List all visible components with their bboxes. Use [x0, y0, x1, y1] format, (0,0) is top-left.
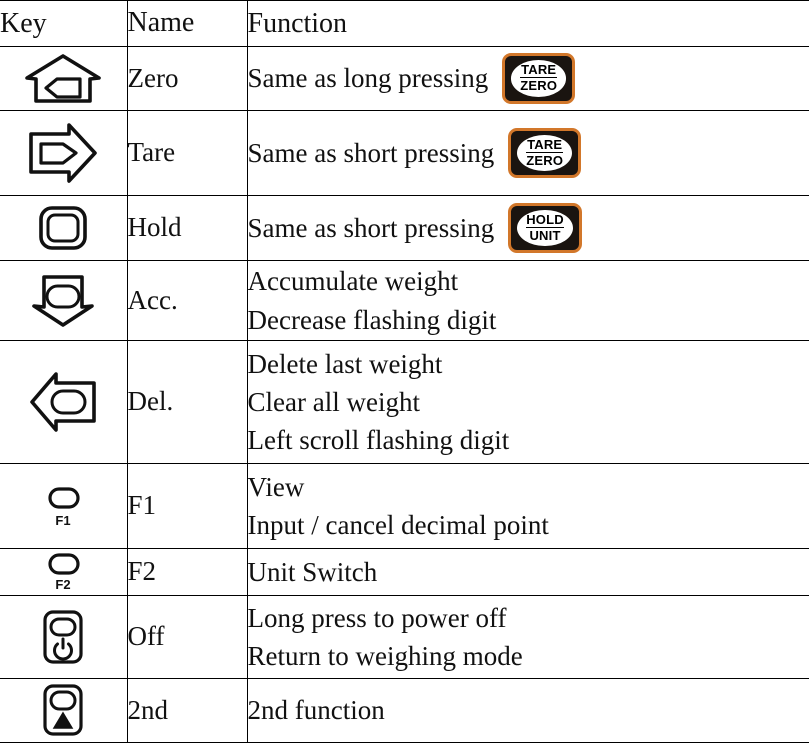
key-cell-f1: F1 — [0, 463, 128, 549]
header-name: Name — [126, 0, 248, 48]
second-function-triangle-key-icon — [43, 683, 83, 736]
tare-right-arrow-key-icon — [29, 123, 98, 183]
function-text: Left scroll flashing digit — [247, 425, 510, 456]
name-cell-acc: Acc. — [126, 260, 248, 341]
key-cell-off — [0, 594, 128, 680]
acc-down-arrow-key-icon — [32, 274, 95, 327]
name-cell-off: Off — [126, 594, 248, 680]
hold-rounded-square-key-icon — [39, 206, 88, 251]
name-cell-f2: F2 — [126, 547, 248, 596]
svg-text:F2: F2 — [56, 577, 71, 592]
key-cell-acc — [0, 260, 128, 341]
button-face: TARE ZERO — [511, 60, 567, 97]
off-power-key-icon — [43, 610, 83, 664]
zero-up-arrow-key-icon — [25, 53, 102, 103]
function-text: 2nd function — [247, 695, 385, 726]
table-row: Tare Same as short pressing TARE ZERO — [0, 109, 809, 197]
table-row: Hold Same as short pressing HOLD UNIT — [0, 195, 809, 262]
table-header-row: Key Name Function — [0, 0, 809, 48]
table-row: F2 F2 Unit Switch — [0, 547, 809, 596]
key-cell-tare — [0, 109, 128, 197]
svg-text:F1: F1 — [56, 513, 71, 528]
function-text: View — [247, 471, 305, 502]
button-face: HOLD UNIT — [517, 210, 573, 247]
function-cell-acc: Accumulate weight Decrease flashing digi… — [246, 260, 809, 341]
function-text: Long press to power off — [247, 602, 507, 633]
name-cell-del: Del. — [126, 339, 248, 465]
key-cell-hold — [0, 195, 128, 262]
button-label-top: HOLD — [526, 212, 564, 228]
function-text: Input / cancel decimal point — [247, 509, 549, 540]
tare-zero-button[interactable]: TARE ZERO — [508, 128, 582, 179]
hold-unit-button[interactable]: HOLD UNIT — [508, 203, 582, 254]
function-text: Accumulate weight — [247, 266, 459, 297]
button-face: TARE ZERO — [517, 135, 573, 172]
name-cell-zero: Zero — [126, 46, 248, 111]
function-cell-2nd: 2nd function — [246, 678, 809, 743]
table-row: Del. Delete last weight Clear all weight… — [0, 339, 809, 465]
function-cell-hold: Same as short pressing HOLD UNIT — [246, 195, 809, 262]
tare-zero-button[interactable]: TARE ZERO — [502, 53, 576, 104]
button-label-bottom: ZERO — [526, 152, 564, 168]
name-cell-2nd: 2nd — [126, 678, 248, 743]
header-function: Function — [246, 0, 809, 48]
key-cell-zero — [0, 46, 128, 111]
header-key: Key — [0, 0, 128, 48]
table-row: Zero Same as long pressing TARE ZERO — [0, 46, 809, 111]
key-cell-del — [0, 339, 128, 465]
function-cell-del: Delete last weight Clear all weight Left… — [246, 339, 809, 465]
function-text: Decrease flashing digit — [247, 304, 497, 335]
function-text: Clear all weight — [247, 386, 420, 417]
function-cell-off: Long press to power off Return to weighi… — [246, 594, 809, 680]
key-cell-f2: F2 — [0, 547, 128, 596]
button-label-bottom: ZERO — [520, 78, 558, 94]
function-text: Unit Switch — [247, 556, 378, 587]
button-label-top: TARE — [520, 62, 558, 79]
name-cell-hold: Hold — [126, 195, 248, 262]
function-cell-tare: Same as short pressing TARE ZERO — [246, 109, 809, 197]
function-text: Same as short pressing — [247, 137, 495, 168]
f2-oval-key-icon: F2 — [48, 553, 80, 592]
function-cell-f1: View Input / cancel decimal point — [246, 463, 809, 549]
function-cell-zero: Same as long pressing TARE ZERO — [246, 46, 809, 111]
table-row: 2nd 2nd function — [0, 678, 809, 743]
name-cell-f1: F1 — [126, 463, 248, 549]
key-cell-2nd — [0, 678, 128, 743]
function-text: Same as long pressing — [247, 63, 489, 94]
function-text: Return to weighing mode — [247, 641, 523, 672]
button-label-bottom: UNIT — [529, 227, 561, 243]
function-cell-f2: Unit Switch — [246, 547, 809, 596]
table-row: Acc. Accumulate weight Decrease flashing… — [0, 260, 809, 341]
function-text: Delete last weight — [247, 348, 443, 379]
table-row: F1 F1 View Input / cancel decimal point — [0, 463, 809, 549]
table-row: Off Long press to power off Return to we… — [0, 594, 809, 680]
button-label-top: TARE — [526, 137, 564, 153]
f1-oval-key-icon: F1 — [48, 487, 80, 528]
function-text: Same as short pressing — [247, 213, 495, 244]
del-left-arrow-key-icon — [30, 372, 97, 432]
name-cell-tare: Tare — [126, 109, 248, 197]
